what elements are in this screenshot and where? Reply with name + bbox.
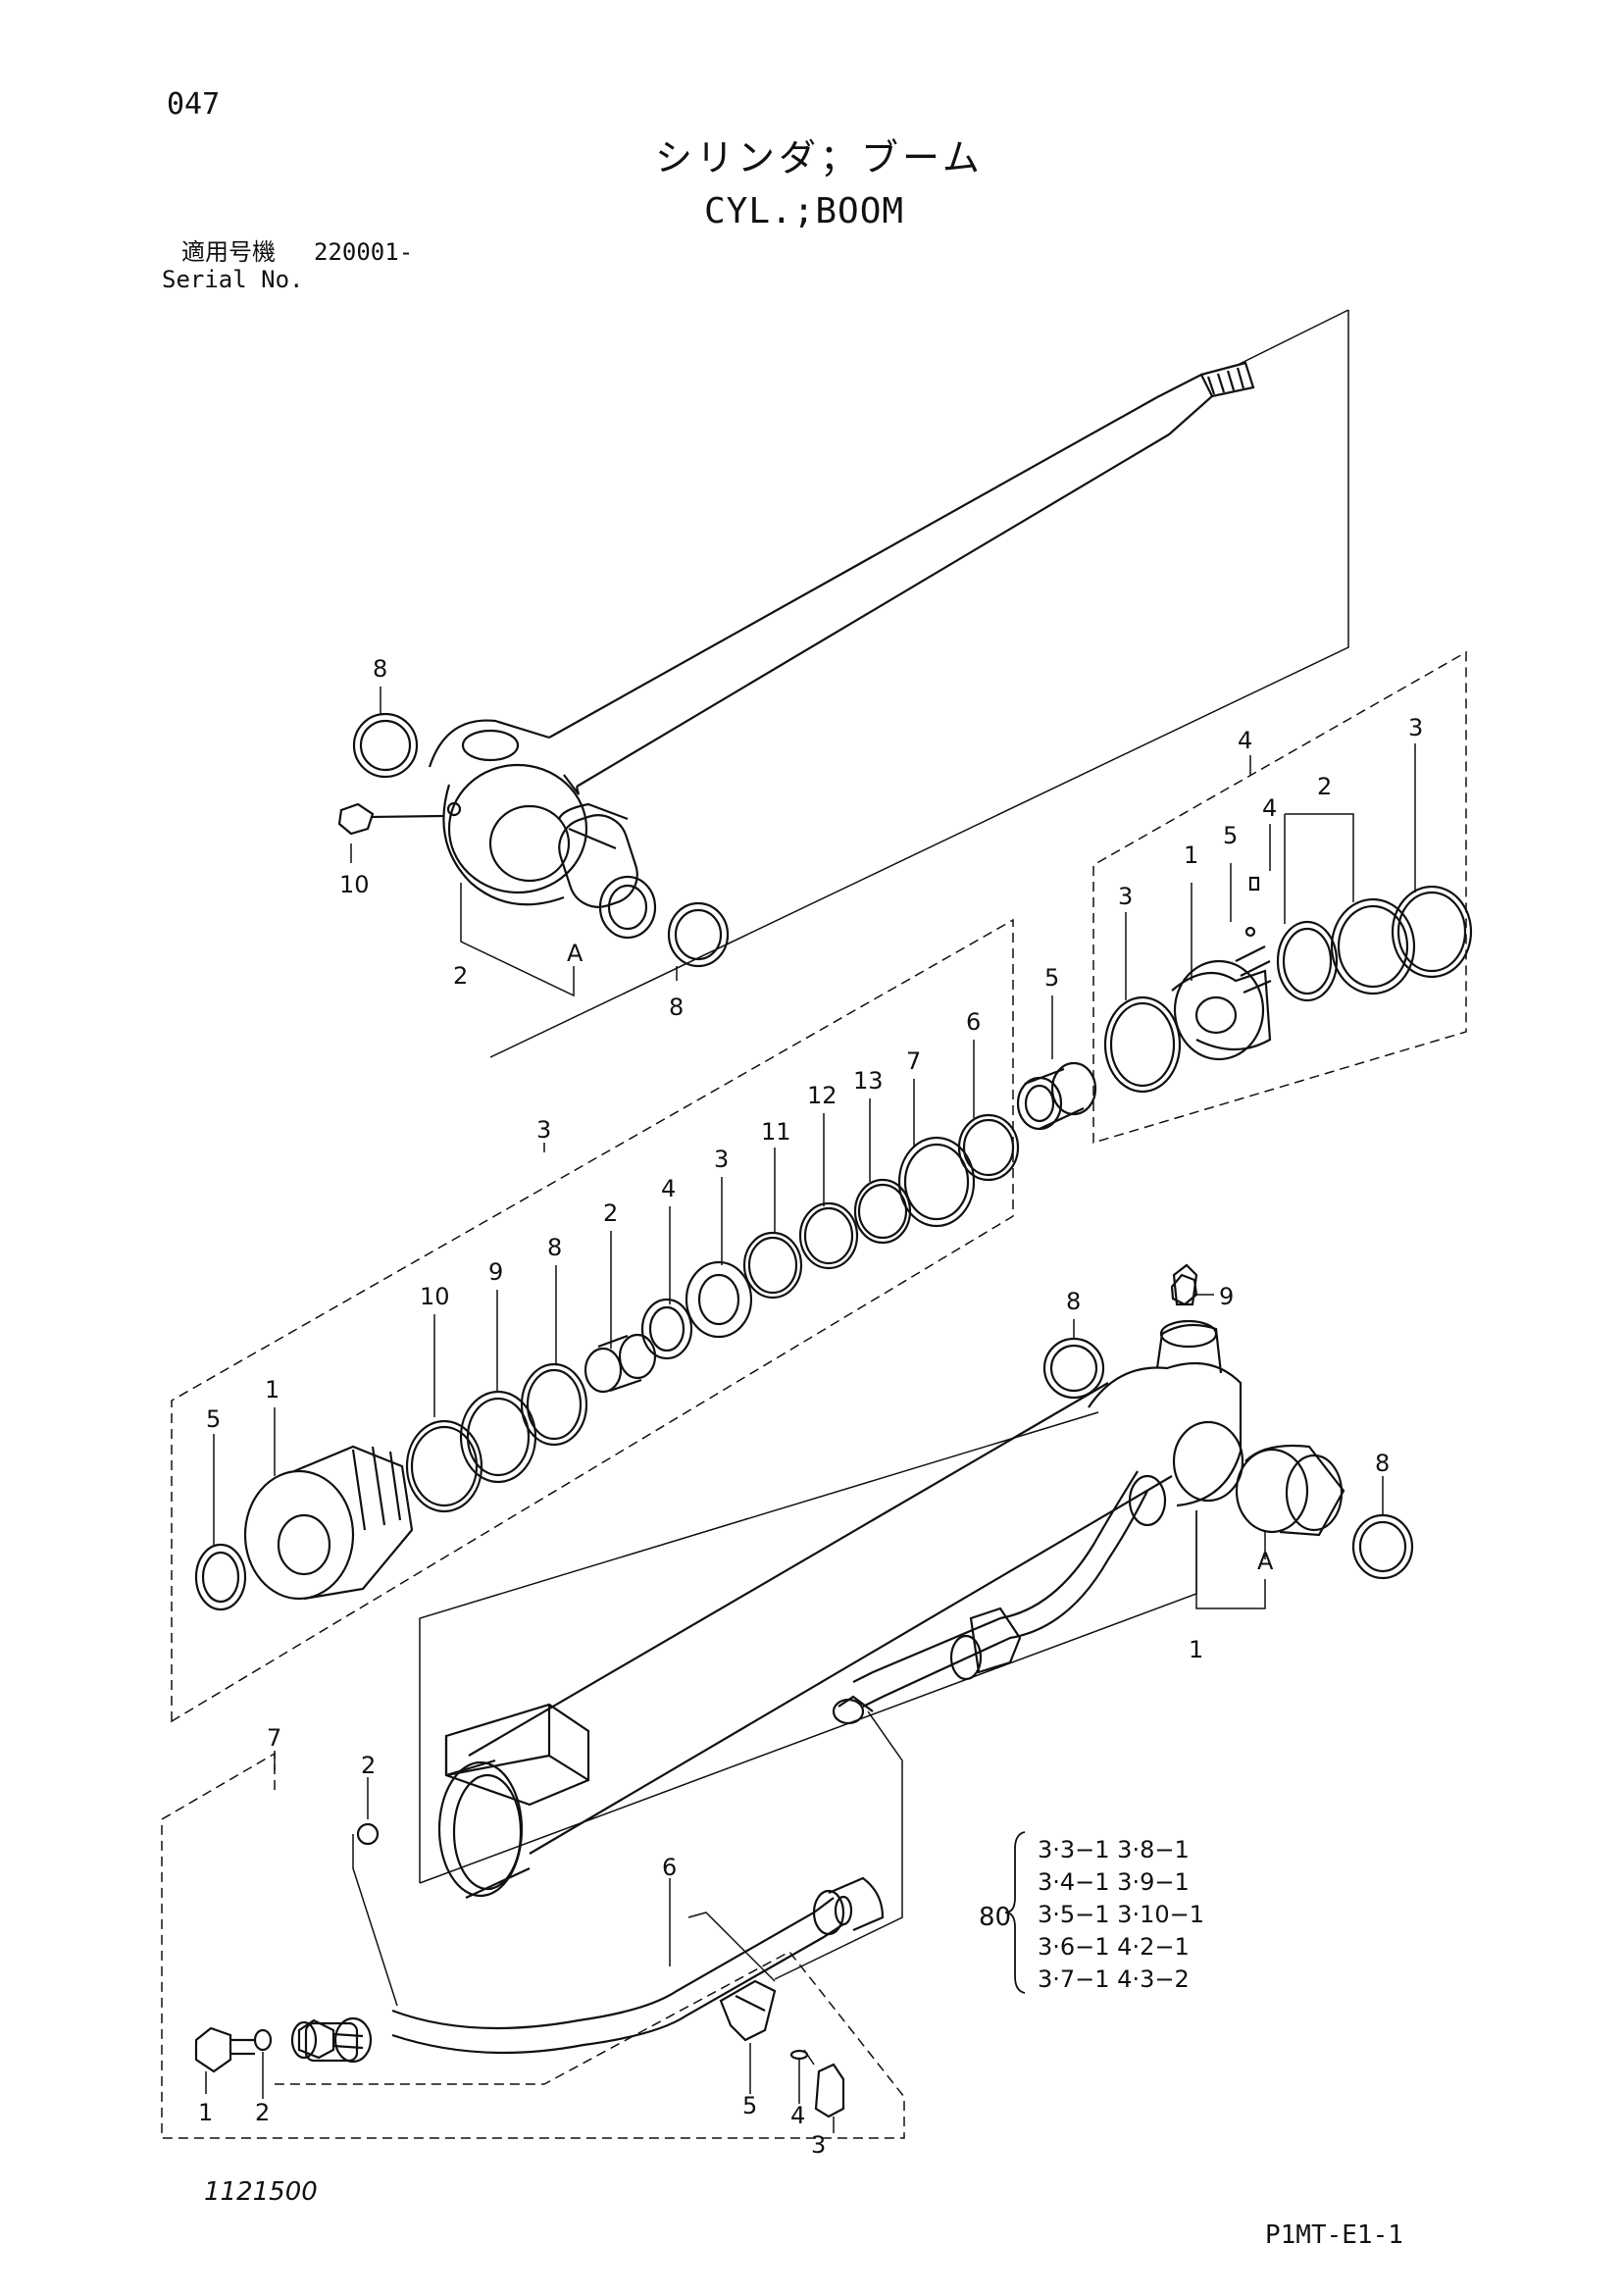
callout-head-7: 7 (906, 1047, 921, 1075)
callout-pipe-2-top: 2 (361, 1752, 376, 1779)
callout-head-10: 10 (420, 1283, 450, 1310)
callout-rod-8-top: 8 (373, 655, 387, 683)
cylinder-tube-drawing (419, 1263, 1414, 1980)
callout-head-6: 6 (966, 1008, 981, 1036)
seal-kit-line: 3·5−1 3·10−1 (1038, 1901, 1204, 1928)
seal-kit-line: 3·7−1 4·3−2 (1038, 1965, 1190, 1993)
pipe-group-drawing (161, 1751, 905, 2139)
seal-kit-line: 3·3−1 3·8−1 (1038, 1836, 1190, 1863)
piston-group-drawing (1016, 650, 1473, 1145)
callout-pipe-6: 6 (662, 1854, 677, 1881)
page-number: 047 (167, 87, 221, 122)
callout-rod-2: 2 (453, 962, 468, 990)
callout-head-13: 13 (853, 1067, 884, 1095)
callout-pipe-group-7: 7 (267, 1724, 281, 1752)
callout-rod-8-bottom: 8 (669, 994, 684, 1021)
callout-pipe-2: 2 (255, 2099, 270, 2126)
callout-labels: 8 10 2 A 8 4 3 2 4 5 1 3 5 3 6 7 13 12 1… (198, 655, 1423, 2159)
callout-head-5: 5 (206, 1405, 221, 1433)
callout-pipe-4: 4 (790, 2102, 805, 2129)
seal-kit-line: 3·6−1 4·2−1 (1038, 1933, 1190, 1961)
callout-piston-3-top: 3 (1408, 714, 1423, 741)
page-title-english: CYL.;BOOM (704, 191, 905, 231)
callout-piston-1: 1 (1184, 842, 1198, 869)
serial-label-japanese: 適用号機 (181, 238, 276, 266)
callout-piston-group-4: 4 (1238, 727, 1252, 754)
callout-tube-9: 9 (1219, 1283, 1234, 1310)
drawing-id: 1121500 (204, 2177, 318, 2207)
callout-spacer-5: 5 (1044, 964, 1059, 992)
callout-head-3: 3 (714, 1146, 729, 1173)
callout-pipe-1: 1 (198, 2099, 213, 2126)
callout-head-group-3: 3 (536, 1116, 551, 1144)
callout-tube-8-right: 8 (1375, 1450, 1390, 1477)
piston-rod-drawing (337, 309, 1349, 1058)
page-code: P1MT-E1-1 (1265, 2220, 1403, 2250)
callout-pipe-3: 3 (811, 2131, 826, 2159)
page-title-japanese: シリンダ；ブーム (655, 136, 984, 179)
callout-head-9: 9 (488, 1258, 503, 1286)
callout-head-8: 8 (547, 1234, 562, 1261)
callout-tube-1: 1 (1189, 1636, 1203, 1663)
seal-kit-brace (1004, 1831, 1026, 1994)
seal-kit-line: 3·4−1 3·9−1 (1038, 1868, 1190, 1896)
cylinder-head-group-drawing (171, 918, 1020, 1723)
callout-head-4: 4 (661, 1175, 676, 1202)
callout-head-1: 1 (265, 1376, 279, 1403)
callout-tube-8-top: 8 (1066, 1288, 1081, 1315)
serial-label-english: Serial No. (162, 266, 304, 293)
callout-head-2: 2 (603, 1199, 618, 1227)
callout-head-12: 12 (807, 1082, 837, 1109)
serial-number-value: 220001- (314, 238, 414, 266)
callout-pipe-5: 5 (742, 2092, 757, 2119)
callout-piston-2: 2 (1317, 773, 1332, 800)
seal-kit-number: 80 (979, 1903, 1012, 1932)
callout-tube-a: A (1257, 1548, 1274, 1575)
callout-head-11: 11 (761, 1118, 791, 1146)
callout-piston-3-left: 3 (1118, 883, 1133, 910)
callout-rod-10: 10 (339, 871, 370, 898)
callout-piston-4-small: 4 (1262, 794, 1277, 822)
callout-rod-a: A (567, 940, 584, 967)
callout-piston-5-small: 5 (1223, 822, 1238, 849)
